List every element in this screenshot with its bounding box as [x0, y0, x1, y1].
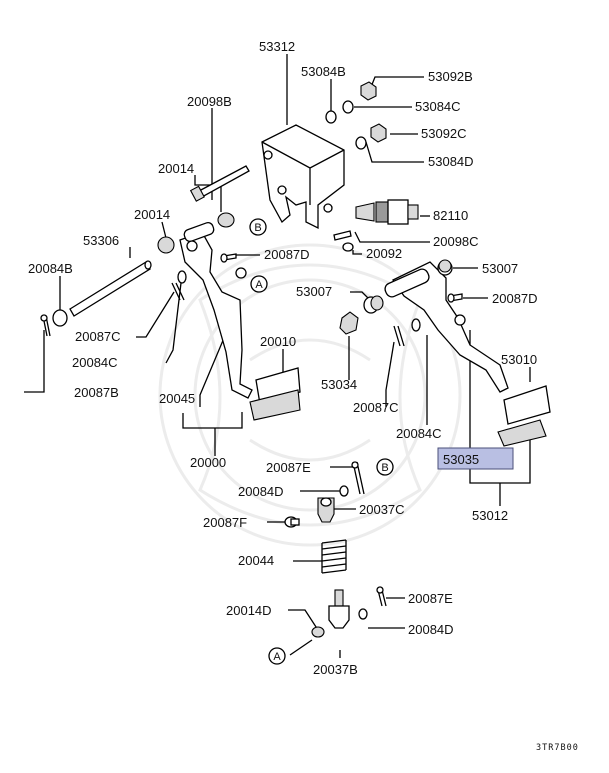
- label-20098C[interactable]: 20098C: [433, 234, 479, 249]
- part-pin-20087E-2[interactable]: [376, 586, 387, 607]
- label-20087E-1[interactable]: 20087E: [266, 460, 311, 475]
- part-pin-20087B[interactable]: [40, 314, 51, 337]
- part-washer-53084D[interactable]: [355, 136, 367, 150]
- label-53084B[interactable]: 53084B: [301, 64, 346, 79]
- label-20098B[interactable]: 20098B: [187, 94, 232, 109]
- label-20014D[interactable]: 20014D: [226, 603, 272, 618]
- highlight-box-53035: [437, 447, 514, 470]
- part-nut-20092[interactable]: [342, 242, 354, 252]
- part-bolt-20014[interactable]: [189, 165, 250, 202]
- part-bolt-20087D[interactable]: [220, 253, 237, 263]
- part-pedal-pad-53010[interactable]: [497, 385, 551, 447]
- label-20087C-2[interactable]: 20087C: [353, 400, 399, 415]
- part-bushing-20098B[interactable]: [217, 212, 235, 228]
- part-washer-20084C-2[interactable]: [411, 318, 421, 332]
- label-53012[interactable]: 53012: [472, 508, 508, 523]
- label-20037C[interactable]: 20037C: [359, 502, 405, 517]
- callout-a-2-letter: A: [273, 651, 281, 663]
- part-clevis-20037B[interactable]: [328, 589, 350, 629]
- label-20084D-1[interactable]: 20084D: [238, 484, 284, 499]
- part-pin-20087F[interactable]: [284, 516, 300, 528]
- label-53312[interactable]: 53312: [259, 39, 295, 54]
- label-53084C[interactable]: 53084C: [415, 99, 461, 114]
- part-pin-20087C[interactable]: [171, 282, 185, 301]
- label-20084D-2[interactable]: 20084D: [408, 622, 454, 637]
- part-spring-53034[interactable]: [339, 311, 359, 335]
- part-washer-20084D-2[interactable]: [358, 608, 368, 620]
- part-washer-20084B[interactable]: [52, 309, 68, 327]
- label-20084B[interactable]: 20084B: [28, 261, 73, 276]
- part-washer-20084C[interactable]: [177, 270, 187, 284]
- label-20014-b[interactable]: 20014: [134, 207, 170, 222]
- label-20010[interactable]: 20010: [260, 334, 296, 349]
- part-pedal-pad-20010[interactable]: [249, 367, 301, 421]
- label-53084D[interactable]: 53084D: [428, 154, 474, 169]
- label-20087D-1[interactable]: 20087D: [264, 247, 310, 262]
- callout-b-1[interactable]: B: [249, 218, 267, 236]
- part-washer-53084B[interactable]: [325, 110, 337, 124]
- part-bolt-20087D-2[interactable]: [447, 293, 463, 303]
- label-53092B[interactable]: 53092B: [428, 69, 473, 84]
- callout-b-2-letter: B: [381, 462, 388, 474]
- part-clevis-20037C[interactable]: [317, 497, 335, 523]
- label-20045[interactable]: 20045: [159, 391, 195, 406]
- callout-a-1[interactable]: A: [250, 275, 268, 293]
- part-stop-lamp-switch-82110[interactable]: [355, 199, 419, 225]
- label-53034[interactable]: 53034: [321, 377, 357, 392]
- label-20087C-1[interactable]: 20087C: [75, 329, 121, 344]
- part-pin-20087E[interactable]: [351, 461, 365, 495]
- label-53306[interactable]: 53306: [83, 233, 119, 248]
- part-shaft-53306[interactable]: [69, 260, 152, 317]
- label-20084C-1[interactable]: 20084C: [72, 355, 118, 370]
- part-bolt-53007[interactable]: [438, 259, 452, 273]
- callout-b-2[interactable]: B: [376, 458, 394, 476]
- part-washer-53084C[interactable]: [342, 100, 354, 114]
- label-53007-b[interactable]: 53007: [296, 284, 332, 299]
- part-bushing-20014D[interactable]: [311, 626, 325, 638]
- label-20000[interactable]: 20000: [190, 455, 226, 470]
- part-bracket-53312[interactable]: [261, 124, 345, 230]
- label-20087D-2[interactable]: 20087D: [492, 291, 538, 306]
- part-bolt-20098C[interactable]: [333, 230, 352, 241]
- label-20087E-2[interactable]: 20087E: [408, 591, 453, 606]
- callout-a-2[interactable]: A: [268, 647, 286, 665]
- diagram-code: 3TR7B00: [536, 743, 579, 753]
- label-53035[interactable]: 53035: [443, 452, 479, 467]
- label-20087B[interactable]: 20087B: [74, 385, 119, 400]
- label-20084C-2[interactable]: 20084C: [396, 426, 442, 441]
- label-53010[interactable]: 53010: [501, 352, 537, 367]
- label-20014-a[interactable]: 20014: [158, 161, 194, 176]
- callout-a-1-letter: A: [255, 279, 263, 291]
- callout-b-1-letter: B: [254, 222, 261, 234]
- watermark-emblem: [158, 243, 462, 547]
- label-53092C[interactable]: 53092C: [421, 126, 467, 141]
- part-spring-20044[interactable]: [321, 539, 347, 574]
- label-20087F[interactable]: 20087F: [203, 515, 247, 530]
- label-82110[interactable]: 82110: [433, 208, 468, 223]
- label-53007-a[interactable]: 53007: [482, 261, 518, 276]
- label-20092[interactable]: 20092: [366, 246, 402, 261]
- part-washer-20084D[interactable]: [339, 485, 349, 497]
- part-labels: 53312 53084B 53092B 20098B 53084C 53092C…: [28, 39, 538, 677]
- label-20044[interactable]: 20044: [238, 553, 274, 568]
- part-pin-20087C-2[interactable]: [393, 325, 405, 347]
- part-bushing-20014[interactable]: [157, 236, 175, 254]
- part-clutch-pedal-20000[interactable]: [179, 221, 253, 399]
- part-bushing-53007[interactable]: [363, 295, 384, 314]
- label-20037B[interactable]: 20037B: [313, 662, 358, 677]
- part-nut-53092B[interactable]: [360, 81, 377, 101]
- part-nut-53092C[interactable]: [370, 123, 387, 143]
